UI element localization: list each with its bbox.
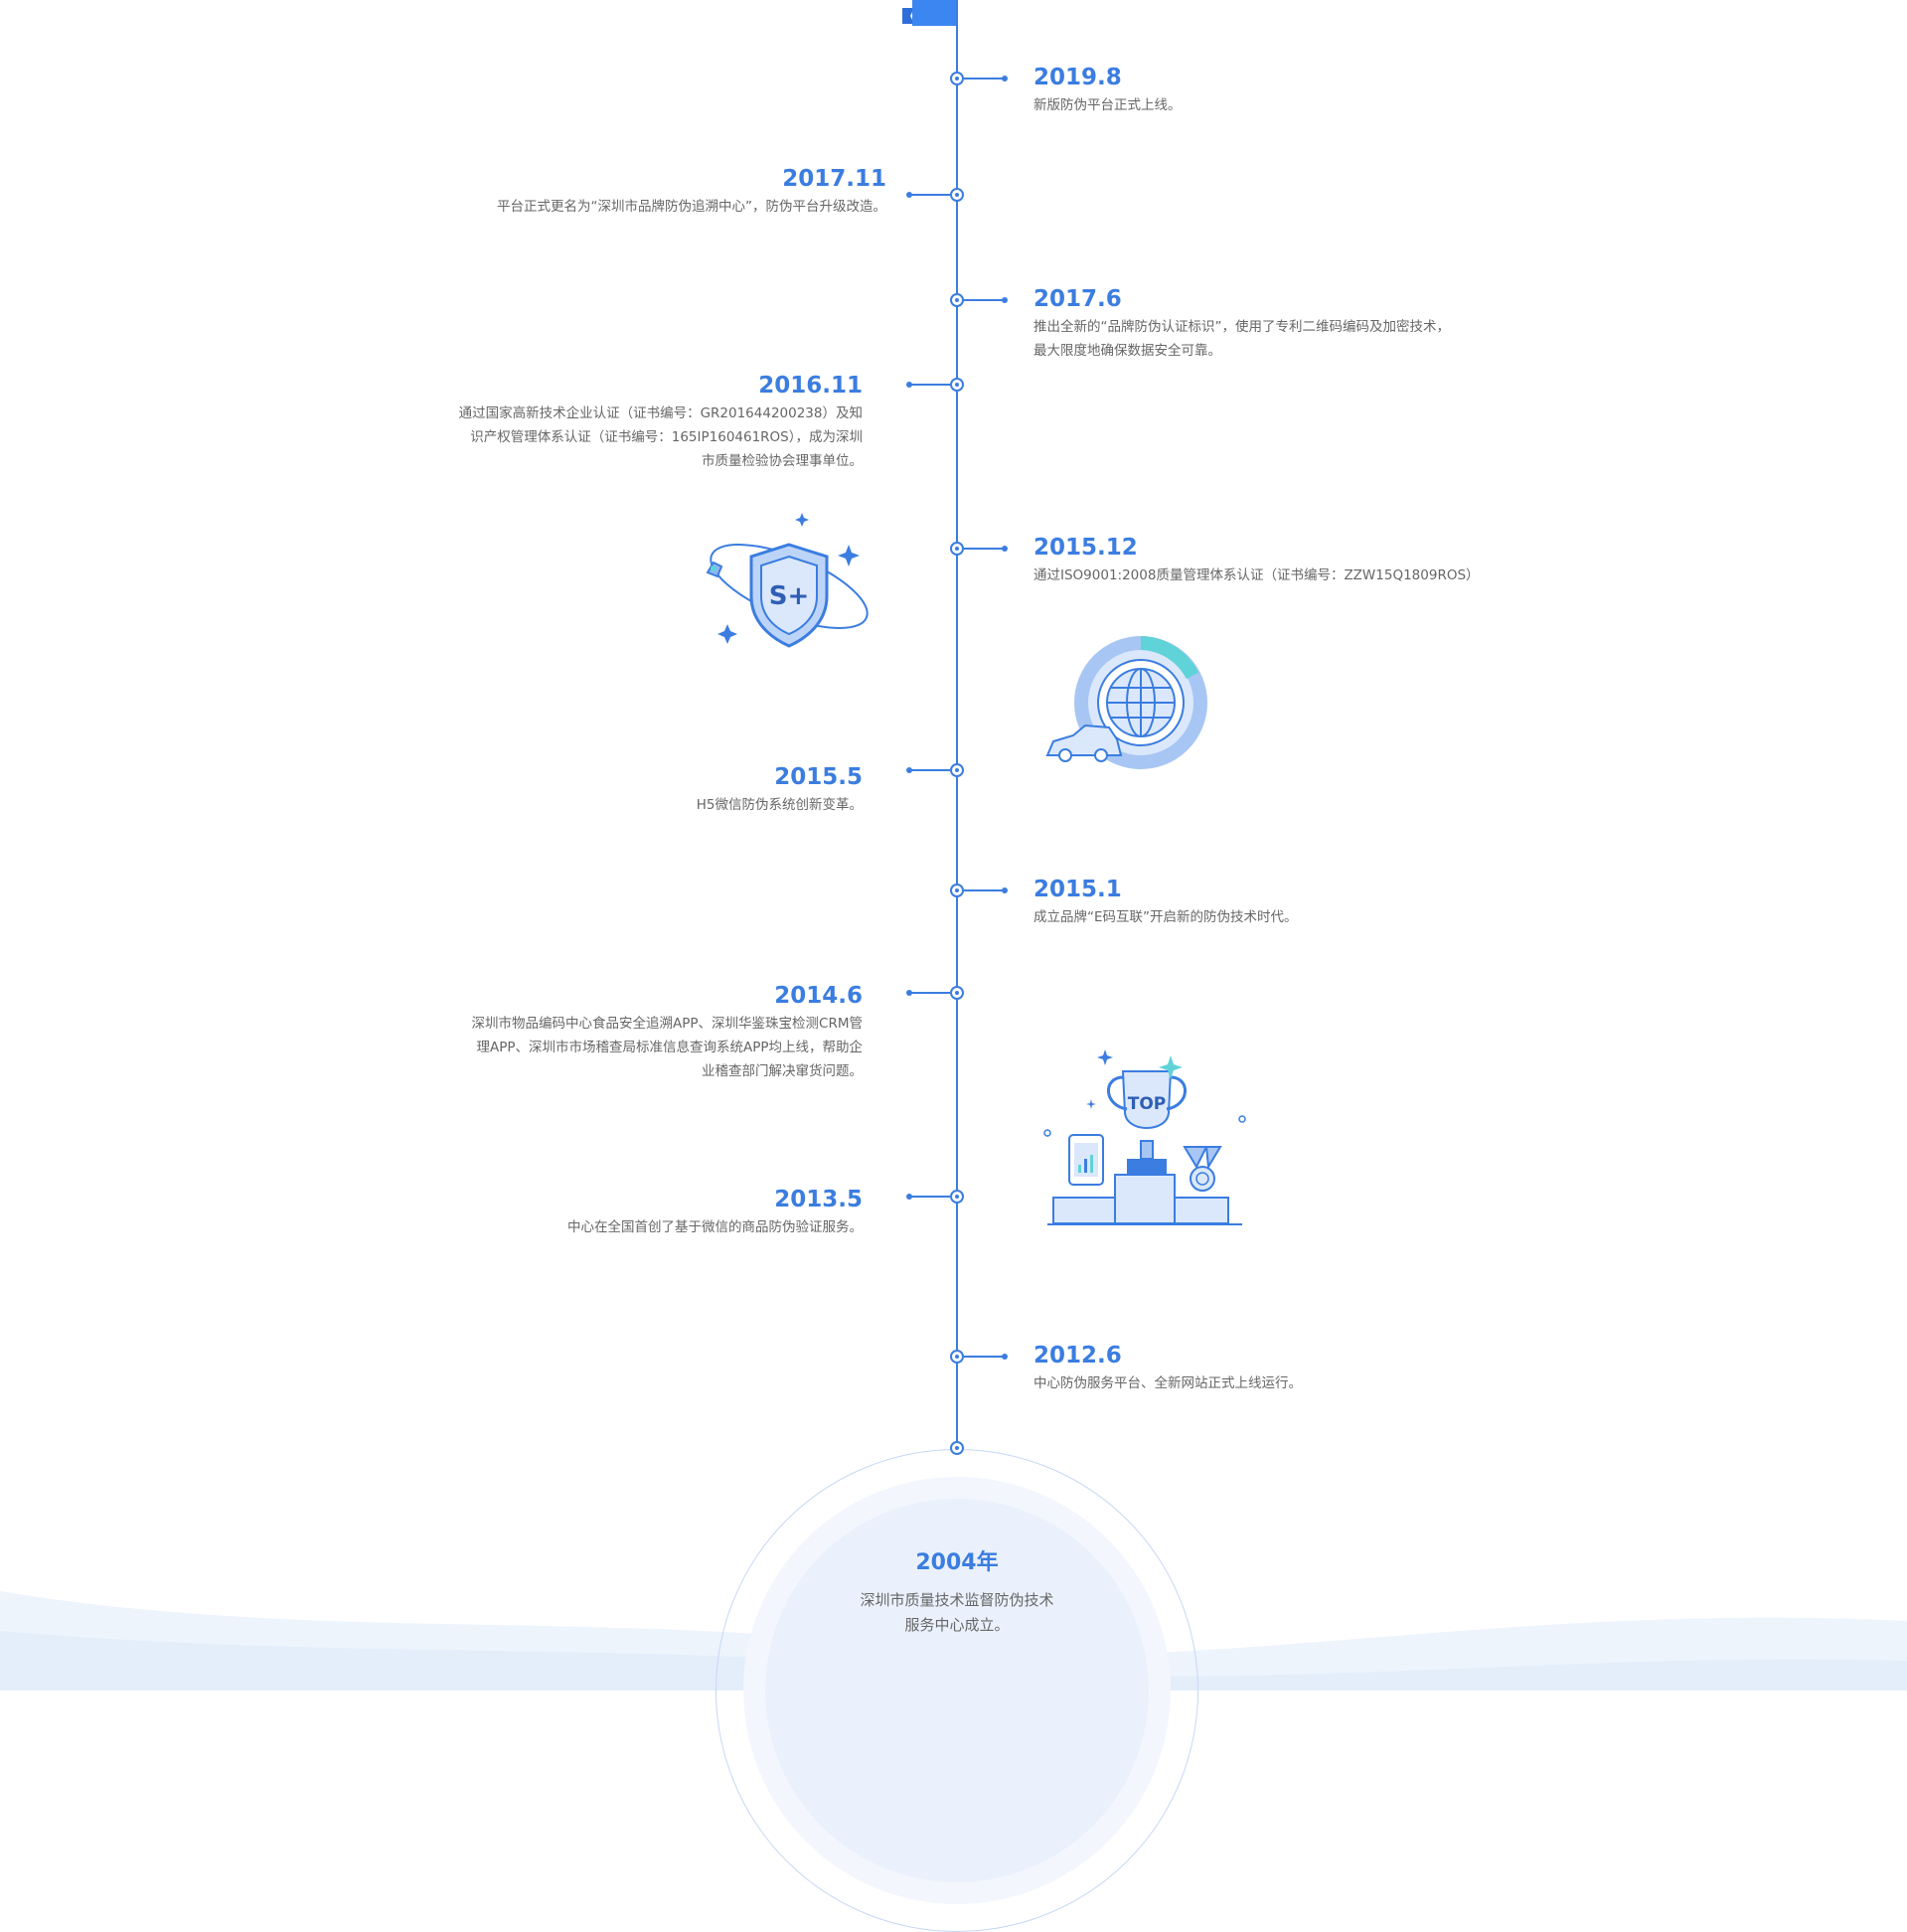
timeline-entry-2013-5: 2013.5 中心在全国首创了基于微信的商品防伪验证服务。 (417, 1186, 863, 1239)
timeline-node (950, 1350, 964, 1364)
timeline-entry-2015-12: 2015.12 通过ISO9001:2008质量管理体系认证（证书编号：ZZW1… (1033, 534, 1480, 587)
entry-date: 2019.8 (1033, 65, 1122, 90)
timeline-entry-2017-11: 2017.11 平台正式更名为“深圳市品牌防伪追溯中心”，防伪平台升级改造。 (417, 165, 886, 219)
entry-date: 2017.11 (782, 166, 886, 192)
entry-description: 推出全新的“品牌防伪认证标识”，使用了专利二维码编码及加密技术， 最大限度地确保… (1033, 315, 1450, 363)
origin-desc-line-1: 深圳市质量技术监督防伪技术 (860, 1591, 1054, 1609)
entry-date: 2015.1 (1033, 877, 1122, 902)
timeline-entry-2017-6: 2017.6 推出全新的“品牌防伪认证标识”，使用了专利二维码编码及加密技术， … (1033, 285, 1450, 363)
entry-description: 中心防伪服务平台、全新网站正式上线运行。 (1033, 1375, 1302, 1391)
entry-description: 中心在全国首创了基于微信的商品防伪验证服务。 (567, 1219, 863, 1235)
timeline-entry-2016-11: 2016.11 通过国家高新技术企业认证（证书编号：GR201644200238… (397, 372, 863, 473)
timeline-node (950, 1190, 964, 1204)
entry-description: 通过国家高新技术企业认证（证书编号：GR201644200238）及知 识产权管… (397, 402, 863, 473)
entry-date: 2015.5 (774, 764, 863, 790)
timeline-connector (906, 1194, 950, 1200)
entry-description: 平台正式更名为“深圳市品牌防伪追溯中心”，防伪平台升级改造。 (497, 199, 886, 215)
entry-date: 2017.6 (1033, 286, 1122, 312)
wave-decoration (0, 1591, 1907, 1690)
timeline-node (950, 986, 964, 1000)
timeline-node (950, 188, 964, 202)
timeline-node (950, 1441, 964, 1455)
globe-icon (1045, 636, 1207, 769)
desc-line-1: 深圳市物品编码中心食品安全追溯APP、深圳华鉴珠宝检测CRM管 (471, 1016, 863, 1032)
entry-date: 2013.5 (774, 1187, 863, 1212)
desc-line-1: 通过国家高新技术企业认证（证书编号：GR201644200238）及知 (458, 405, 863, 421)
timeline-entry-2015-1: 2015.1 成立品牌“E码互联”开启新的防伪技术时代。 (1033, 876, 1298, 929)
origin-desc-line-2: 服务中心成立。 (904, 1616, 1010, 1634)
timeline-entry-2015-5: 2015.5 H5微信防伪系统创新变革。 (497, 763, 863, 817)
timeline-connector (964, 1354, 1008, 1360)
origin-ring (715, 1449, 1198, 1932)
timeline-node (950, 72, 964, 85)
shield-icon: S+ (706, 513, 869, 648)
entry-description: 通过ISO9001:2008质量管理体系认证（证书编号：ZZW15Q1809RO… (1033, 567, 1480, 583)
entry-description: 新版防伪平台正式上线。 (1033, 97, 1182, 113)
origin-description: 深圳市质量技术监督防伪技术 服务中心成立。 (785, 1588, 1129, 1638)
timeline-connector (906, 192, 950, 198)
desc-line-3: 业稽查部门解决窜货问题。 (702, 1063, 863, 1079)
timeline-connector (964, 887, 1008, 893)
timeline-node (950, 378, 964, 392)
timeline-node (950, 542, 964, 556)
origin-year: 2004年 (915, 1550, 999, 1575)
entry-description: H5微信防伪系统创新变革。 (696, 797, 863, 813)
timeline-entry-2014-6: 2014.6 深圳市物品编码中心食品安全追溯APP、深圳华鉴珠宝检测CRM管 理… (397, 982, 863, 1083)
timeline-connector (964, 297, 1008, 303)
timeline-node (950, 293, 964, 307)
entry-description: 成立品牌“E码互联”开启新的防伪技术时代。 (1033, 909, 1298, 925)
desc-line-2: 理APP、深圳市市场稽查局标准信息查询系统APP均上线，帮助企 (476, 1040, 863, 1055)
trophy-label: TOP (1128, 1094, 1167, 1114)
desc-line-2: 识产权管理体系认证（证书编号：165IP160461ROS），成为深圳 (470, 429, 863, 445)
svg-text:S+: S+ (769, 581, 810, 611)
timeline-node (950, 884, 964, 897)
entry-description: 深圳市物品编码中心食品安全追溯APP、深圳华鉴珠宝检测CRM管 理APP、深圳市… (397, 1012, 863, 1083)
timeline-connector (906, 382, 950, 388)
timeline-connector (964, 546, 1008, 552)
desc-line-3: 市质量检验协会理事单位。 (702, 453, 863, 469)
entry-date: 2015.12 (1033, 535, 1138, 561)
trophy-icon: TOP (1043, 1049, 1246, 1225)
entry-date: 2012.6 (1033, 1343, 1122, 1368)
timeline-entry-2012-6: 2012.6 中心防伪服务平台、全新网站正式上线运行。 (1033, 1342, 1302, 1395)
entry-date: 2014.6 (774, 983, 863, 1009)
timeline-axis (956, 0, 958, 1447)
timeline-connector (906, 767, 950, 773)
origin-block: 2004年 深圳市质量技术监督防伪技术 服务中心成立。 (785, 1548, 1129, 1638)
flag-icon (902, 0, 958, 26)
timeline-connector (964, 76, 1008, 81)
timeline-connector (906, 990, 950, 996)
desc-line-1: 推出全新的“品牌防伪认证标识”，使用了专利二维码编码及加密技术， (1033, 319, 1450, 335)
entry-date: 2016.11 (758, 373, 863, 399)
timeline-entry-2019-8: 2019.8 新版防伪平台正式上线。 (1033, 64, 1182, 117)
timeline-node (950, 763, 964, 777)
desc-line-2: 最大限度地确保数据安全可靠。 (1033, 343, 1221, 359)
